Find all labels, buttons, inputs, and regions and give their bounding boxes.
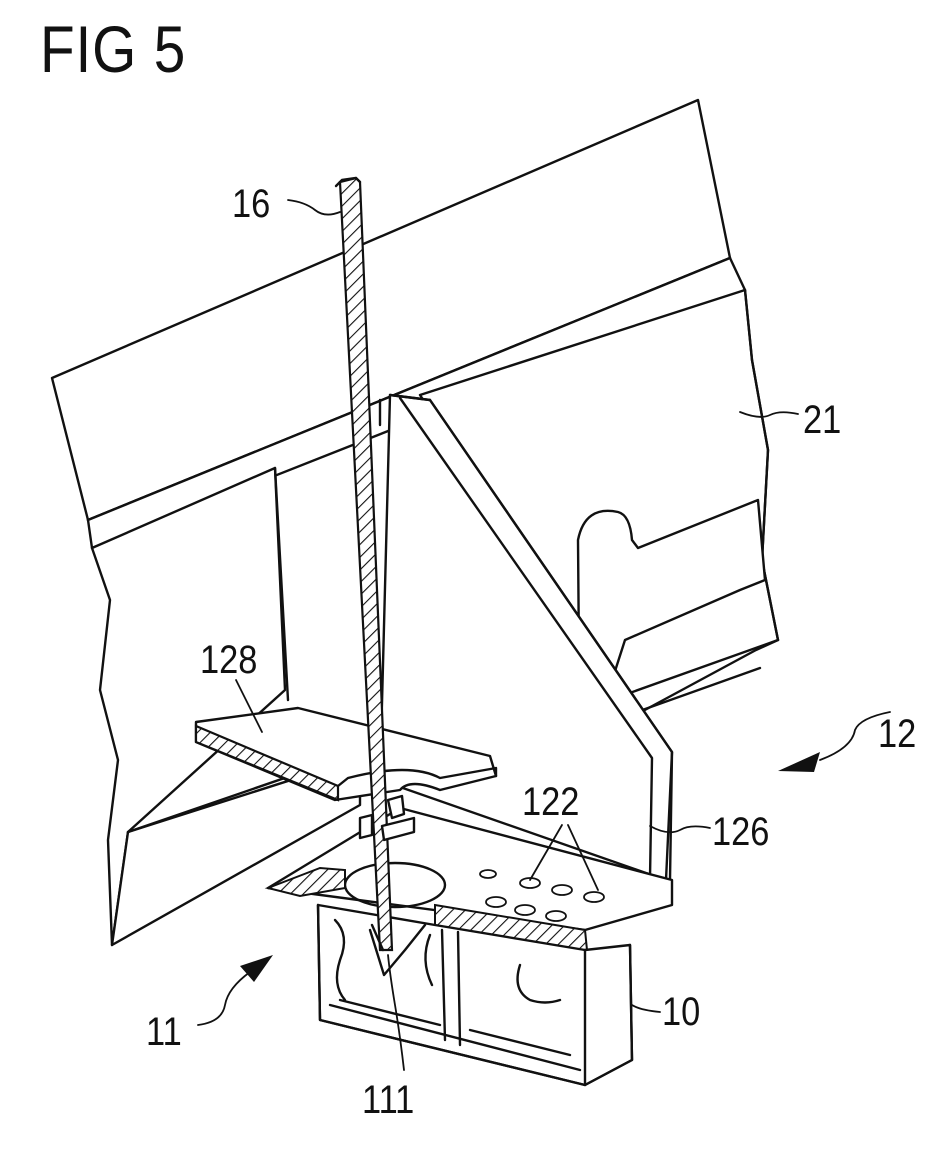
arrow-11 (198, 955, 273, 1025)
label-12: 12 (878, 712, 916, 756)
label-11: 11 (146, 1010, 182, 1054)
label-122: 122 (522, 780, 579, 824)
label-16: 16 (232, 182, 270, 226)
label-111: 111 (362, 1078, 414, 1122)
figure-title: FIG 5 (40, 14, 186, 84)
arrow-12 (778, 712, 890, 772)
label-126: 126 (712, 810, 769, 854)
label-10: 10 (662, 990, 700, 1034)
label-21: 21 (803, 398, 841, 442)
label-128: 128 (200, 638, 257, 682)
